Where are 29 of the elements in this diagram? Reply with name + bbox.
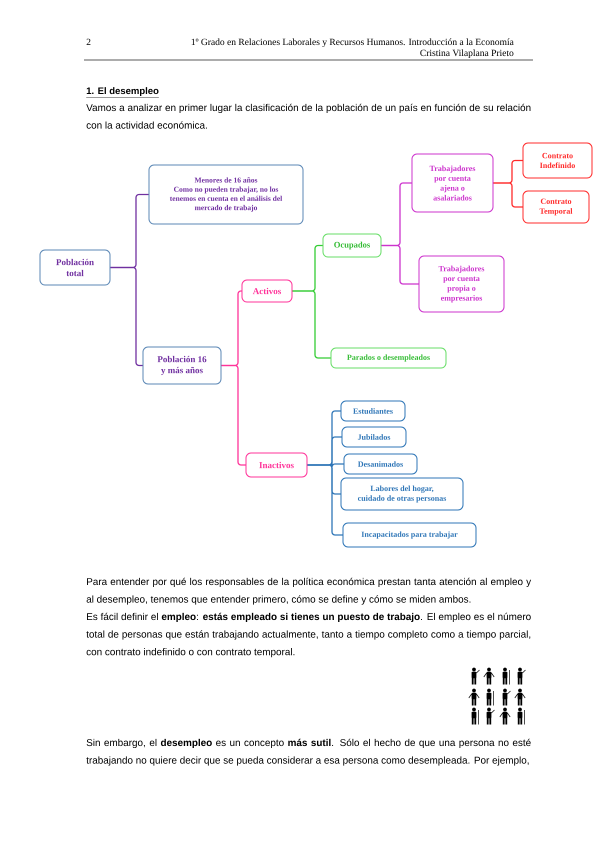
category-box: Jubilados (342, 426, 406, 448)
paragraph: Para entender por qué los responsables de la política económica prestan tanta atención al empleo y al desempleo, tenemos que entender primero, cómo se define y cómo se miden ambos. (86, 578, 532, 605)
bracket-line (308, 464, 342, 536)
bracket-line (494, 182, 522, 208)
bracket-line (110, 266, 142, 366)
running-header: 1º Grado en Relaciones Laborales y Recursos Humanos. Introducción a la Economía (192, 38, 514, 48)
bracket-line (292, 290, 330, 359)
bracket-line (382, 244, 418, 285)
category-box: Estudiantes (340, 400, 406, 422)
category-box: Contrato Indefinido (522, 142, 592, 178)
paragraph: Vamos a analizar en primer lugar la clasificación de la población de un país en función de su relación con la actividad económica. (86, 104, 530, 129)
category-box: Población total (40, 250, 110, 286)
category-box: Parados o desempleados (330, 348, 446, 368)
category-box: Ocupados (322, 234, 382, 258)
section-heading: 1. El desempleo (86, 87, 160, 98)
category-box: Incapacitados para trabajar (342, 522, 476, 548)
category-box: Contrato Temporal (522, 190, 590, 224)
category-box: Población 16 y más años (142, 346, 222, 384)
category-box: Activos (242, 280, 292, 302)
category-box: Labores del hogar, cuidado de otras personas (340, 478, 464, 510)
paragraph: Es fácil definir el empleo: estás empleado si tienes un puesto de trabajo. El empleo es el número total de personas que están trabajando actualmente, tanto a tiempo completo como a tiempo parcial, con contrato indefinido o con contrato temporal. (86, 612, 531, 658)
bracket-line (222, 364, 246, 466)
category-box: Trabajadores por cuenta propia o empresarios (418, 256, 504, 312)
category-box: Inactivos (246, 452, 308, 478)
author-name: Cristina Vilaplana Prieto (420, 49, 514, 58)
page-number: 2 (86, 38, 90, 45)
category-box: Trabajadores por cuenta ajena o asalariados (412, 154, 494, 212)
paragraph: Sin embargo, el desempleo es un concepto más sutil. Sólo el hecho de que una persona no esté trabajando no quiere decir que se pueda considerar a esa persona como desempleada. Por ejemplo, (86, 738, 531, 766)
category-box: Desanimados (344, 454, 418, 474)
